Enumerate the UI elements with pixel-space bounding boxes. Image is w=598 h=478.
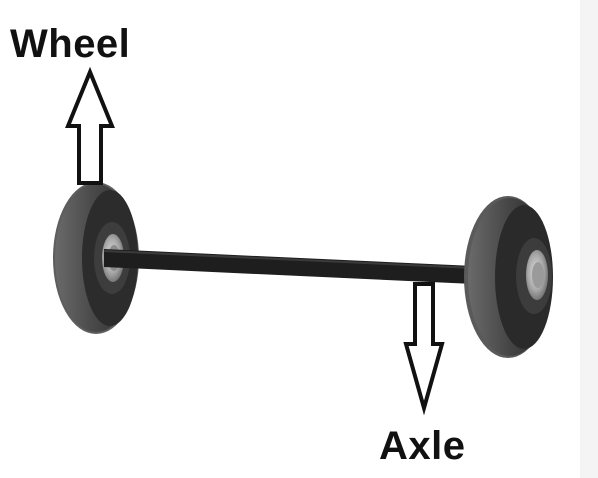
up-arrow-icon (65, 66, 115, 185)
axle-rod-highlight (103, 250, 475, 269)
down-arrow-icon (403, 282, 445, 416)
right-wheel-hub-center (532, 262, 544, 288)
wheel-label: Wheel (10, 22, 131, 66)
page-edge-strip (580, 0, 598, 478)
axle-rod (104, 249, 474, 284)
axle-label: Axle (379, 424, 466, 468)
right-wheel (464, 196, 553, 358)
